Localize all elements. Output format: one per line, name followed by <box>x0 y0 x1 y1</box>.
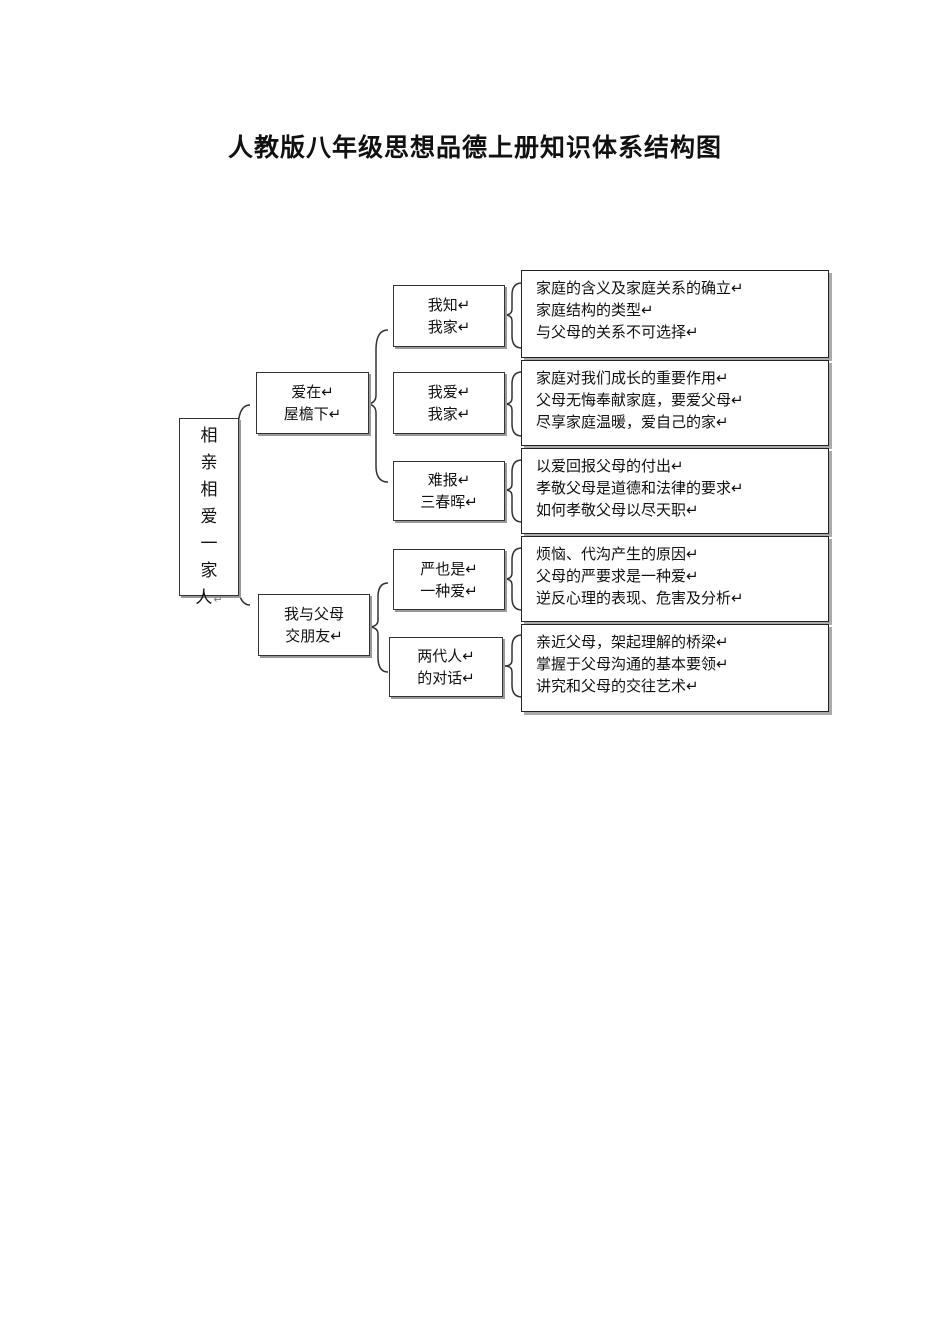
branch-line: 交朋友↵ <box>285 627 343 645</box>
detail-line: 逆反心理的表现、危害及分析↵ <box>536 589 744 607</box>
root-char: 相 <box>200 480 218 500</box>
branch-line: 我与父母 <box>283 605 344 623</box>
topic-node: 两代人↵ 的对话↵ <box>389 637 503 697</box>
detail-line: 家庭的含义及家庭关系的确立↵ <box>536 279 744 297</box>
detail-box: 以爱回报父母的付出↵ 孝敬父母是道德和法律的要求↵ 如何孝敬父母以尽天职↵ <box>521 448 829 534</box>
topic-line: 我家↵ <box>427 318 471 336</box>
detail-line: 尽享家庭温暖，爱自己的家↵ <box>536 413 729 431</box>
branch-line: 爱在↵ <box>291 383 334 401</box>
detail-line: 以爱回报父母的付出↵ <box>536 457 684 475</box>
root-char: 相 <box>200 426 218 446</box>
topic-line: 一种爱↵ <box>420 581 478 600</box>
detail-box: 烦恼、代沟产生的原因↵ 父母的严要求是一种爱↵ 逆反心理的表现、危害及分析↵ <box>521 536 829 622</box>
topic4-brace <box>504 547 523 611</box>
detail-line: 父母无悔奉献家庭，要爱父母↵ <box>536 391 744 409</box>
detail-box: 家庭的含义及家庭关系的确立↵ 家庭结构的类型↵ 与父母的关系不可选择↵ <box>521 270 829 358</box>
page-title: 人教版八年级思想品德上册知识体系结构图 <box>227 133 722 162</box>
topic-line: 的对话↵ <box>417 669 475 687</box>
topic-line: 我爱↵ <box>427 383 471 401</box>
root-node: 相 亲 相 爱 一 家 人↵ <box>179 418 239 608</box>
root-char: 亲 <box>200 453 218 473</box>
topic-node: 我爱↵ 我家↵ <box>393 372 505 434</box>
branch-node-home: 爱在↵ 屋檐下↵ <box>256 372 369 434</box>
root-char: 一 <box>200 534 218 554</box>
topic-line: 严也是↵ <box>420 559 478 578</box>
root-char-last: 人↵ <box>195 588 223 608</box>
topic1-brace <box>504 282 523 349</box>
topic-line: 三春晖↵ <box>420 493 478 511</box>
branch-line: 屋檐下↵ <box>283 405 342 423</box>
topic-line: 两代人↵ <box>417 647 475 665</box>
detail-line: 掌握于父母沟通的基本要领↵ <box>536 655 729 673</box>
topic-line: 我家↵ <box>427 405 471 423</box>
detail-line: 烦恼、代沟产生的原因↵ <box>536 545 699 563</box>
topic5-brace <box>504 634 523 698</box>
topic2-brace <box>504 371 523 437</box>
detail-line: 讲究和父母的交往艺术↵ <box>536 677 699 695</box>
detail-box: 亲近父母，架起理解的桥梁↵ 掌握于父母沟通的基本要领↵ 讲究和父母的交往艺术↵ <box>521 624 829 712</box>
detail-line: 如何孝敬父母以尽天职↵ <box>536 501 699 519</box>
topic3-brace <box>504 459 523 523</box>
topic-line: 难报↵ <box>427 471 471 489</box>
detail-line: 父母的严要求是一种爱↵ <box>536 567 699 585</box>
topic-line: 我知↵ <box>427 296 471 314</box>
detail-line: 家庭对我们成长的重要作用↵ <box>536 369 729 387</box>
root-char: 家 <box>200 561 218 581</box>
detail-box: 家庭对我们成长的重要作用↵ 父母无悔奉献家庭，要爱父母↵ 尽享家庭温暖，爱自己的… <box>521 360 829 446</box>
root-char: 爱 <box>200 507 218 527</box>
topic-node: 难报↵ 三春晖↵ <box>393 461 505 521</box>
detail-line: 家庭结构的类型↵ <box>536 301 654 319</box>
branch1-brace <box>365 329 389 483</box>
branch-node-friends: 我与父母 交朋友↵ <box>258 594 370 656</box>
detail-line: 亲近父母，架起理解的桥梁↵ <box>536 633 729 651</box>
branch2-brace <box>367 582 389 673</box>
detail-line: 孝敬父母是道德和法律的要求↵ <box>536 479 744 497</box>
topic-node: 严也是↵ 一种爱↵ <box>393 549 505 610</box>
topic-node: 我知↵ 我家↵ <box>393 285 505 347</box>
detail-line: 与父母的关系不可选择↵ <box>536 323 699 341</box>
